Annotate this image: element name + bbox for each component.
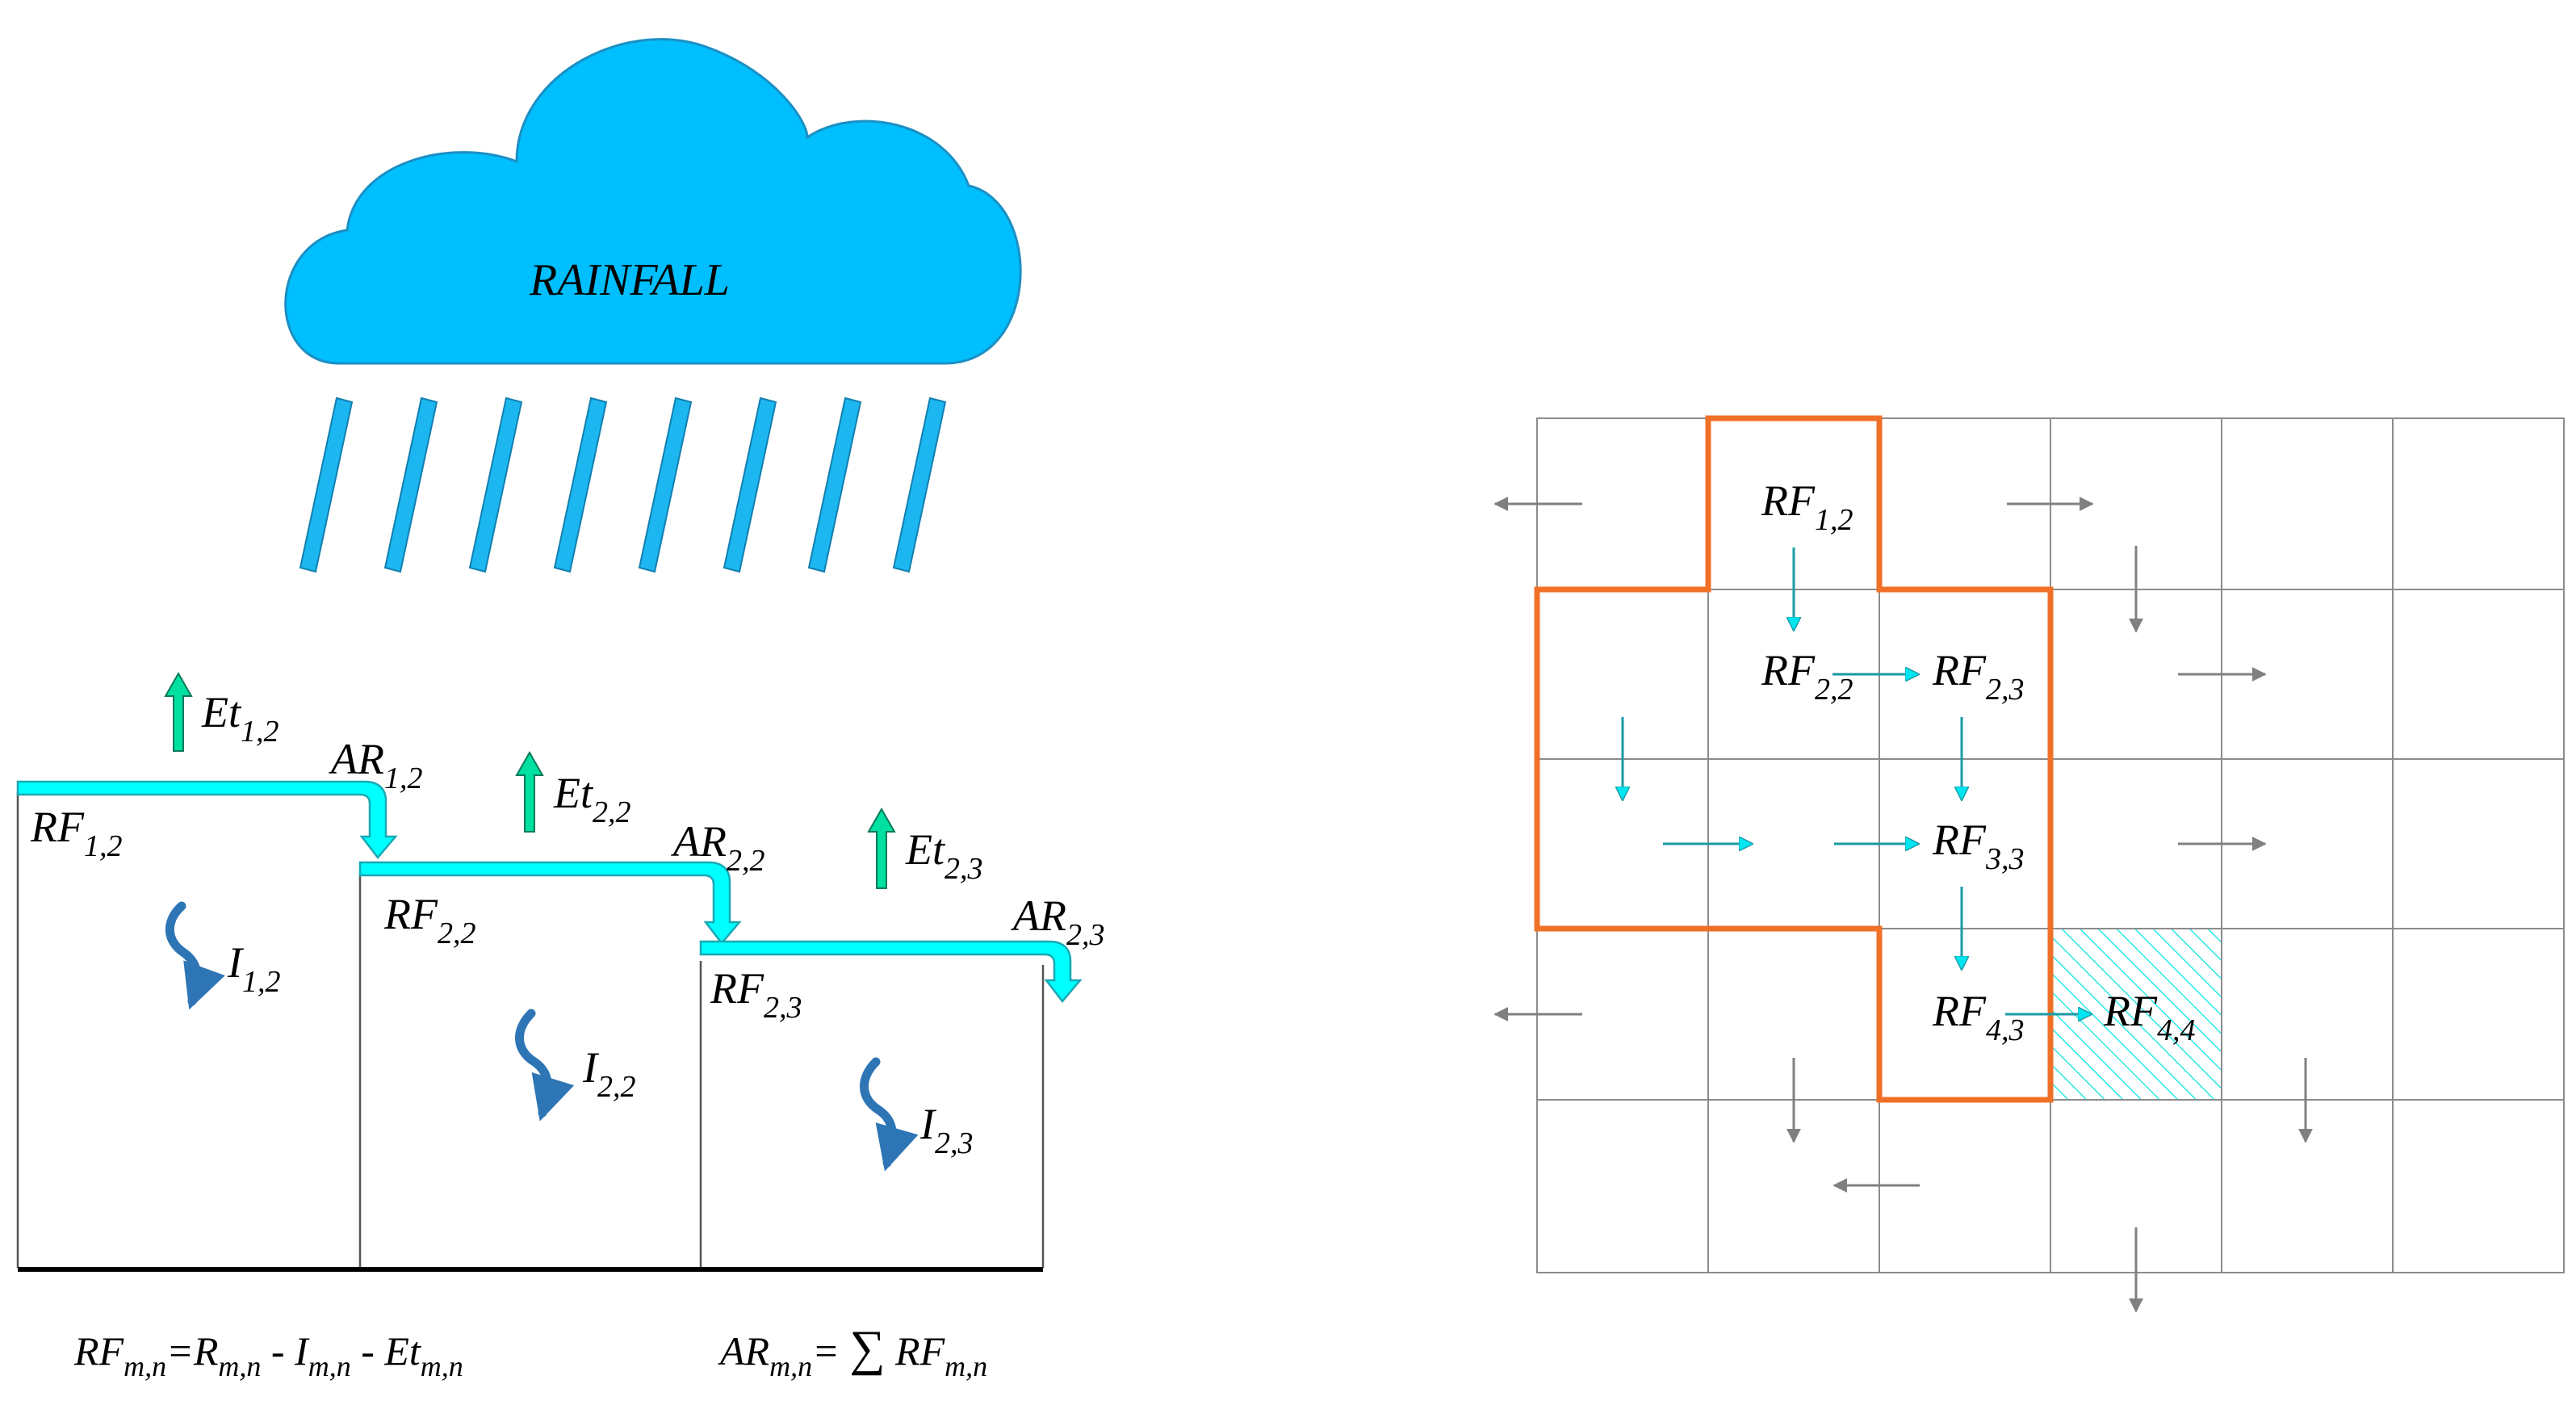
infiltration-arrow-2	[515, 1009, 575, 1122]
terrain-profile	[16, 791, 1045, 1272]
rain-streak	[468, 396, 523, 573]
runoff-band-1	[16, 780, 398, 859]
grid-label-rf-4-3: RF4,3	[1932, 987, 2024, 1047]
cloud-shape	[284, 38, 1022, 365]
runoff-bands	[16, 780, 1083, 1003]
rain-streak	[383, 396, 438, 573]
runoff-band-3	[699, 940, 1083, 1003]
infiltration-arrows	[165, 901, 919, 1172]
grid-label-rf-2-2: RF2,2	[1761, 646, 1853, 707]
et-label-2: Et2,2	[553, 769, 631, 829]
infiltration-arrow-1	[165, 901, 225, 1010]
cloud: RAINFALL	[284, 38, 1022, 365]
watershed-boundary	[1534, 415, 2054, 1103]
rain-streaks	[299, 396, 947, 573]
ar-label-1: AR1,2	[329, 735, 422, 795]
rf-label-3: RF2,3	[710, 964, 802, 1025]
grid-label-rf-2-3: RF2,3	[1932, 646, 2024, 707]
inf-label-2: I2,2	[582, 1043, 635, 1104]
inf-label-1: I1,2	[227, 938, 280, 999]
et-label-1: Et1,2	[201, 688, 279, 749]
rain-streak	[299, 396, 354, 573]
ar-label-2: AR2,2	[671, 817, 764, 878]
evaporation-arrow-3	[867, 807, 896, 889]
formula-ar: ARm,n= ∑ RFm,n	[718, 1321, 987, 1382]
grid-label-rf-4-4: RF4,4	[2103, 987, 2195, 1047]
grid-panel: RF1,2 RF2,2 RF2,3 RF3,3 RF4,3 RF4,4	[1493, 415, 2565, 1313]
inflow-arrows	[1623, 547, 2091, 1014]
formulas: RFm,n=Rm,n - Im,n - Etm,n ARm,n= ∑ RFm,n	[73, 1321, 987, 1382]
rain-streak	[553, 396, 608, 573]
rf-label-2: RF2,2	[383, 890, 475, 950]
formula-rf: RFm,n=Rm,n - Im,n - Etm,n	[73, 1328, 463, 1382]
grid-label-rf-3-3: RF3,3	[1932, 816, 2024, 876]
rf-label-1: RF1,2	[30, 803, 122, 863]
ar-label-3: AR2,3	[1011, 891, 1104, 952]
evaporation-arrows	[164, 671, 896, 889]
rain-streak	[892, 396, 947, 573]
rain-streak	[638, 396, 693, 573]
grid-labels: RF1,2 RF2,2 RF2,3 RF3,3 RF4,3 RF4,4	[1761, 476, 2195, 1047]
rain-streak	[807, 396, 862, 573]
grid-label-rf-1-2: RF1,2	[1761, 476, 1853, 537]
infiltration-arrow-3	[860, 1057, 919, 1172]
et-label-3: Et2,3	[905, 825, 983, 886]
rain-streak	[723, 396, 777, 573]
profile-labels: Et1,2 AR1,2 RF1,2 I1,2 Et2,2 AR2,2 RF2,2…	[30, 688, 1104, 1160]
evaporation-arrow-2	[515, 750, 544, 833]
evaporation-arrow-1	[164, 671, 193, 752]
outflow-arrows	[1493, 497, 2313, 1313]
runoff-band-2	[358, 861, 742, 945]
inf-label-3: I2,3	[919, 1100, 973, 1160]
cloud-label: RAINFALL	[529, 255, 730, 305]
